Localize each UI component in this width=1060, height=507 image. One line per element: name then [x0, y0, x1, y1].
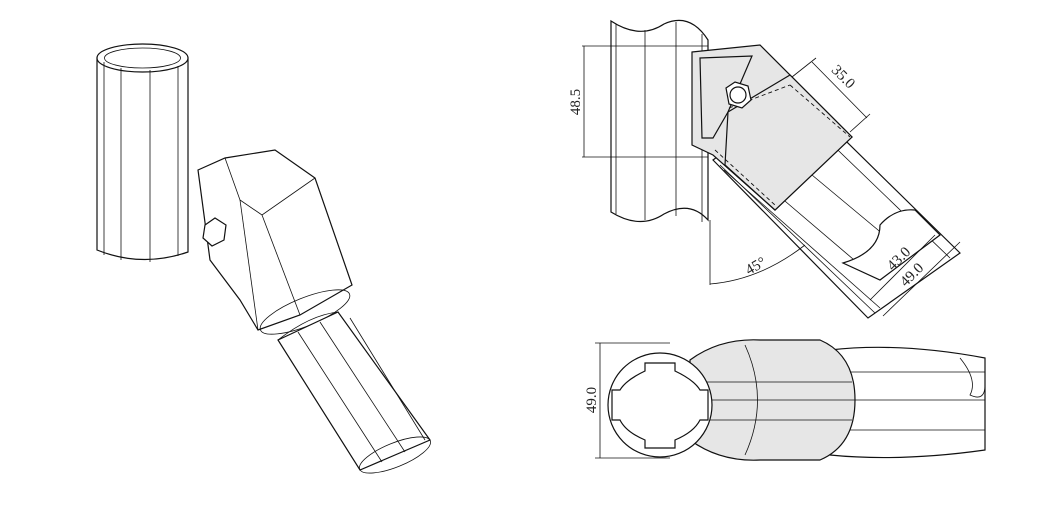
dim-end-diameter: 49.0 — [584, 387, 600, 413]
straight-pipe — [829, 346, 986, 459]
tube-cross-section — [607, 352, 713, 458]
dim-sleeve-length: 35.0 — [828, 62, 858, 92]
sleeve — [689, 339, 856, 461]
vertical-tube — [96, 43, 189, 262]
hex-bolt — [202, 217, 227, 247]
side-view: 48.5 35.0 45° 43.0 49.0 — [568, 19, 961, 319]
end-view: 49.0 — [584, 339, 986, 461]
dim-angle: 45° — [743, 254, 769, 278]
connector-body — [691, 44, 853, 211]
angled-tube-segment — [277, 311, 431, 474]
exploded-view — [96, 43, 431, 474]
dimension-end-49-0: 49.0 — [584, 342, 670, 459]
angle-connector — [197, 149, 353, 335]
hex-bolt — [725, 81, 752, 109]
dimension-48-5: 48.5 — [568, 45, 708, 158]
dim-tube-height: 48.5 — [568, 89, 584, 115]
